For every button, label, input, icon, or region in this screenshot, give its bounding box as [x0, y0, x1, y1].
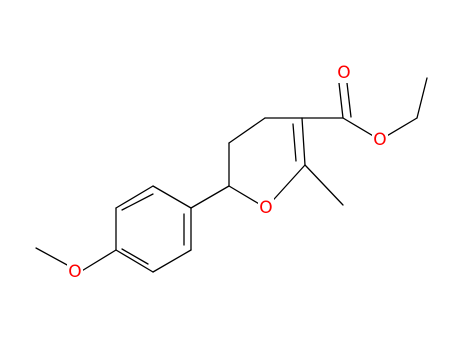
bond-ar6-ar1 [152, 185, 192, 209]
bond-aromatic-inner-2 [121, 248, 149, 265]
bond-ch2-ch3 [416, 77, 428, 119]
bond-c4-c5 [301, 117, 306, 166]
ester-carbonyl-oxygen-bg [336, 63, 352, 83]
ester-ether-oxygen: O [373, 130, 386, 150]
bond-ar3-ar4 [115, 249, 154, 273]
bond-carbonyl-c-o-double-b [346, 82, 352, 118]
ester-ether-oxygen-bg [372, 130, 388, 150]
bond-aromatic-inner-3 [121, 193, 154, 211]
bond-ar5-ar6 [115, 185, 154, 209]
methoxy-oxygen-bg [67, 262, 83, 282]
methoxy-oxygen: O [68, 262, 81, 282]
bond-ar2-ar3 [152, 249, 192, 273]
ester-carbonyl-oxygen: O [337, 63, 350, 83]
bond-c4-c5-double [292, 123, 297, 162]
bond-c6-aryl [190, 185, 230, 209]
bond-c2-c3 [228, 117, 266, 144]
ring-oxygen: O [259, 198, 272, 218]
bond-c5-methyl [304, 164, 344, 206]
bond-ar4-methoxy-o [79, 249, 117, 273]
bond-carbonyl-c-o-double-a [338, 82, 344, 119]
ring-oxygen-bg [258, 198, 274, 218]
